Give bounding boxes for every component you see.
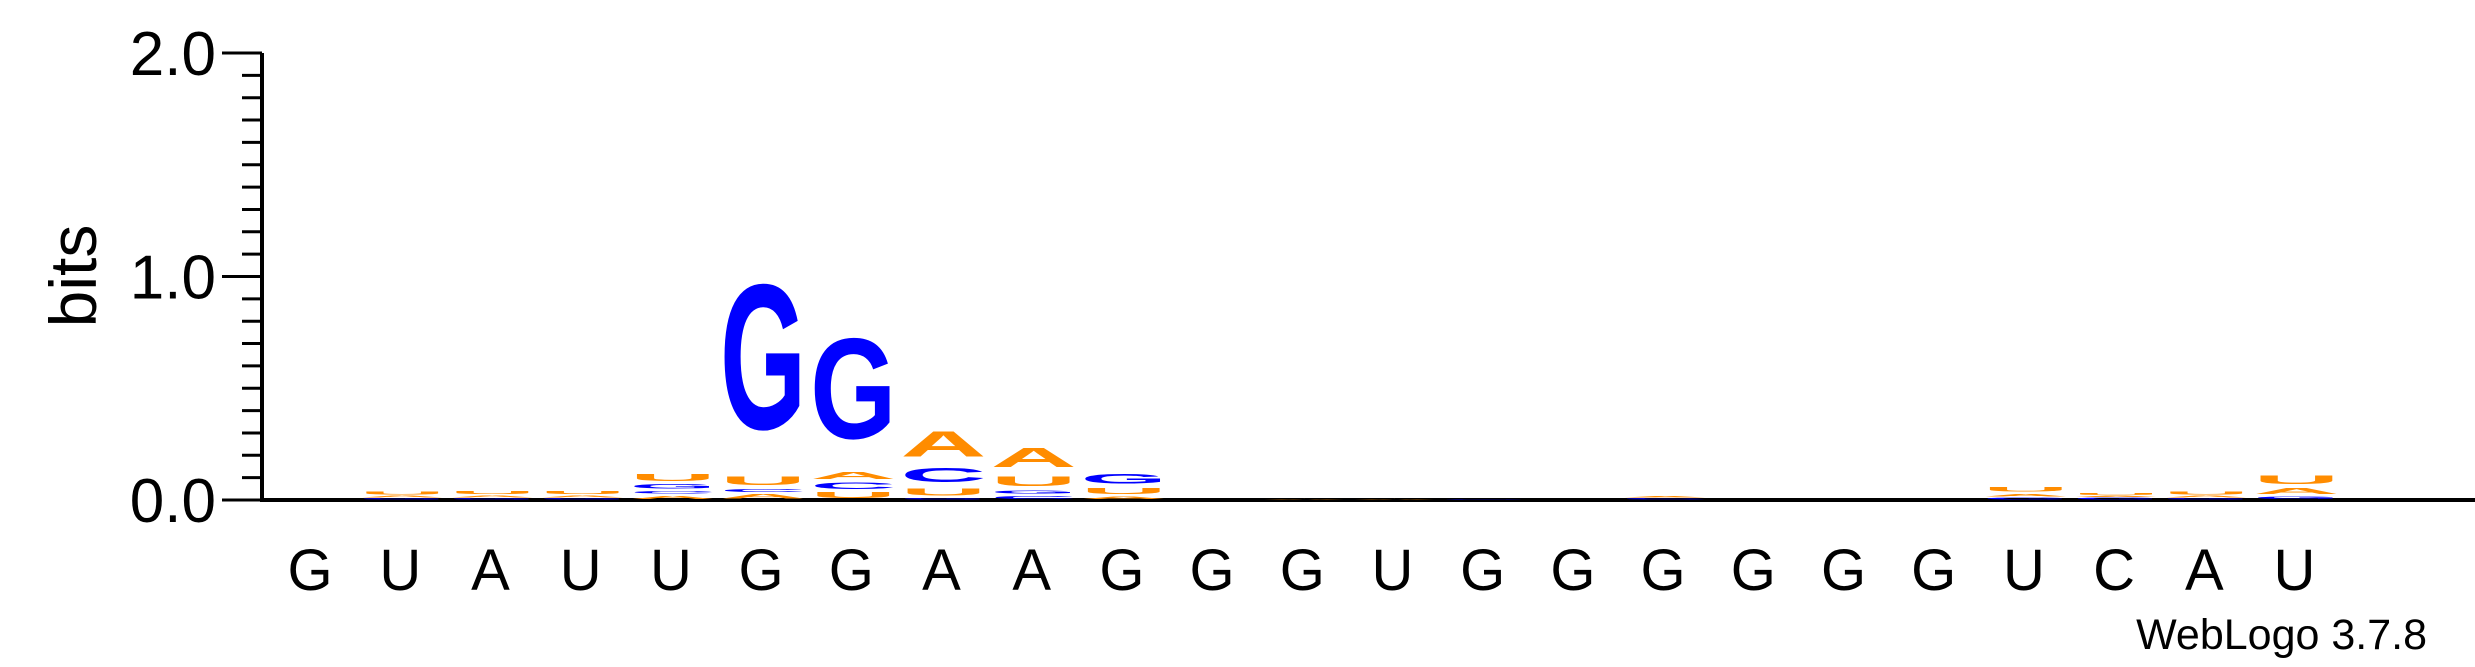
logo-glyph-C: C — [810, 481, 896, 491]
x-tick-label: A — [922, 538, 961, 603]
logo-glyph-A: A — [1622, 496, 1708, 498]
x-tick-label: G — [1911, 538, 1956, 603]
logo-glyph-U: U — [720, 474, 806, 487]
x-tick-label: U — [560, 538, 602, 603]
y-axis: 0.0 1.0 2.0 — [130, 20, 2475, 536]
logo-glyph-U: U — [1081, 487, 1167, 496]
logo-glyph-A: A — [810, 470, 896, 481]
logo-glyph-A: A — [720, 493, 806, 500]
x-tick-label: G — [1280, 538, 1325, 603]
logo-glyph-U: U — [2253, 473, 2339, 486]
x-tick-label: G — [1731, 538, 1776, 603]
logo-glyph-G: G — [720, 242, 806, 474]
logo-glyph-U: U — [991, 473, 1077, 489]
logo-glyph-U: U — [900, 486, 986, 497]
x-tick-label: G — [829, 538, 874, 603]
logo-glyph-U: U — [2073, 492, 2159, 495]
x-tick-label: A — [2185, 538, 2224, 603]
y-tick-label: 2.0 — [130, 20, 216, 89]
logo-glyph-G: G — [449, 498, 535, 500]
logo-glyph-G: G — [2073, 497, 2159, 500]
logo-glyph-G: G — [900, 498, 986, 500]
logo-glyph-U: U — [359, 490, 445, 496]
x-tick-label: U — [1372, 538, 1414, 603]
x-tick-label: G — [1099, 538, 1144, 603]
x-tick-label: A — [471, 538, 510, 603]
x-tick-label: G — [288, 538, 333, 603]
x-tick-label: G — [1821, 538, 1866, 603]
x-tick-label: A — [1012, 538, 1051, 603]
x-tick-label: G — [1460, 538, 1505, 603]
logo-glyph-G: G — [359, 498, 445, 500]
logo-glyph-G: G — [1442, 499, 1528, 500]
y-tick-label: 1.0 — [130, 244, 216, 313]
x-tick-label: G — [739, 538, 784, 603]
logo-glyph-C: C — [630, 490, 716, 494]
y-axis-label: bits — [36, 225, 110, 328]
logo-glyph-G: G — [1983, 497, 2069, 500]
x-tick-label: U — [2003, 538, 2045, 603]
logo-glyph-G: G — [810, 309, 896, 469]
logo-glyph-A: A — [630, 494, 716, 500]
logo-glyph-A: A — [1261, 499, 1347, 500]
x-tick-label: U — [650, 538, 692, 603]
logo-glyph-A: A — [900, 424, 986, 464]
logo-glyph-U: U — [2163, 490, 2249, 496]
x-tick-label: G — [1641, 538, 1686, 603]
logo-glyph-G: G — [1081, 471, 1167, 487]
logo-glyph-G: G — [2163, 498, 2249, 500]
logo-glyph-U: U — [1983, 486, 2069, 493]
logo-glyph-G: G — [2253, 496, 2339, 500]
logo-glyph-C: C — [720, 488, 806, 494]
logo-glyph-U: U — [810, 491, 896, 500]
x-tick-label: G — [1550, 538, 1595, 603]
logo-glyph-A: A — [2163, 496, 2249, 499]
x-tick-label: G — [1190, 538, 1235, 603]
logo-glyph-G: G — [540, 498, 626, 500]
logo-glyph-A: A — [359, 496, 445, 499]
x-tick-label: U — [2274, 538, 2316, 603]
logo-glyph-A: A — [991, 442, 1077, 473]
y-tick-label: 0.0 — [130, 467, 216, 536]
logo-glyph-A: A — [1081, 496, 1167, 500]
logo-glyph-A: A — [2073, 496, 2159, 498]
logo-glyph-A: A — [449, 495, 535, 498]
weblogo-version-label: WebLogo 3.7.8 — [2136, 611, 2427, 659]
logo-glyph-A: A — [1983, 493, 2069, 497]
logo-glyph-A: A — [1351, 499, 1437, 500]
logo-glyph-G: G — [991, 489, 1077, 495]
logo-glyph-A: A — [2253, 487, 2339, 496]
x-tick-label: U — [379, 538, 421, 603]
logo-glyph-C: C — [991, 494, 1077, 500]
logo-glyph-A: A — [540, 495, 626, 498]
logo-glyph-U: U — [540, 489, 626, 495]
logo-glyph-C: C — [900, 464, 986, 486]
logo-glyph-U: U — [630, 472, 716, 483]
logo-glyph-U: U — [449, 489, 535, 495]
x-tick-label: C — [2093, 538, 2135, 603]
logo-glyph-G: G — [630, 483, 716, 490]
logo-glyph-C: C — [1622, 498, 1708, 500]
